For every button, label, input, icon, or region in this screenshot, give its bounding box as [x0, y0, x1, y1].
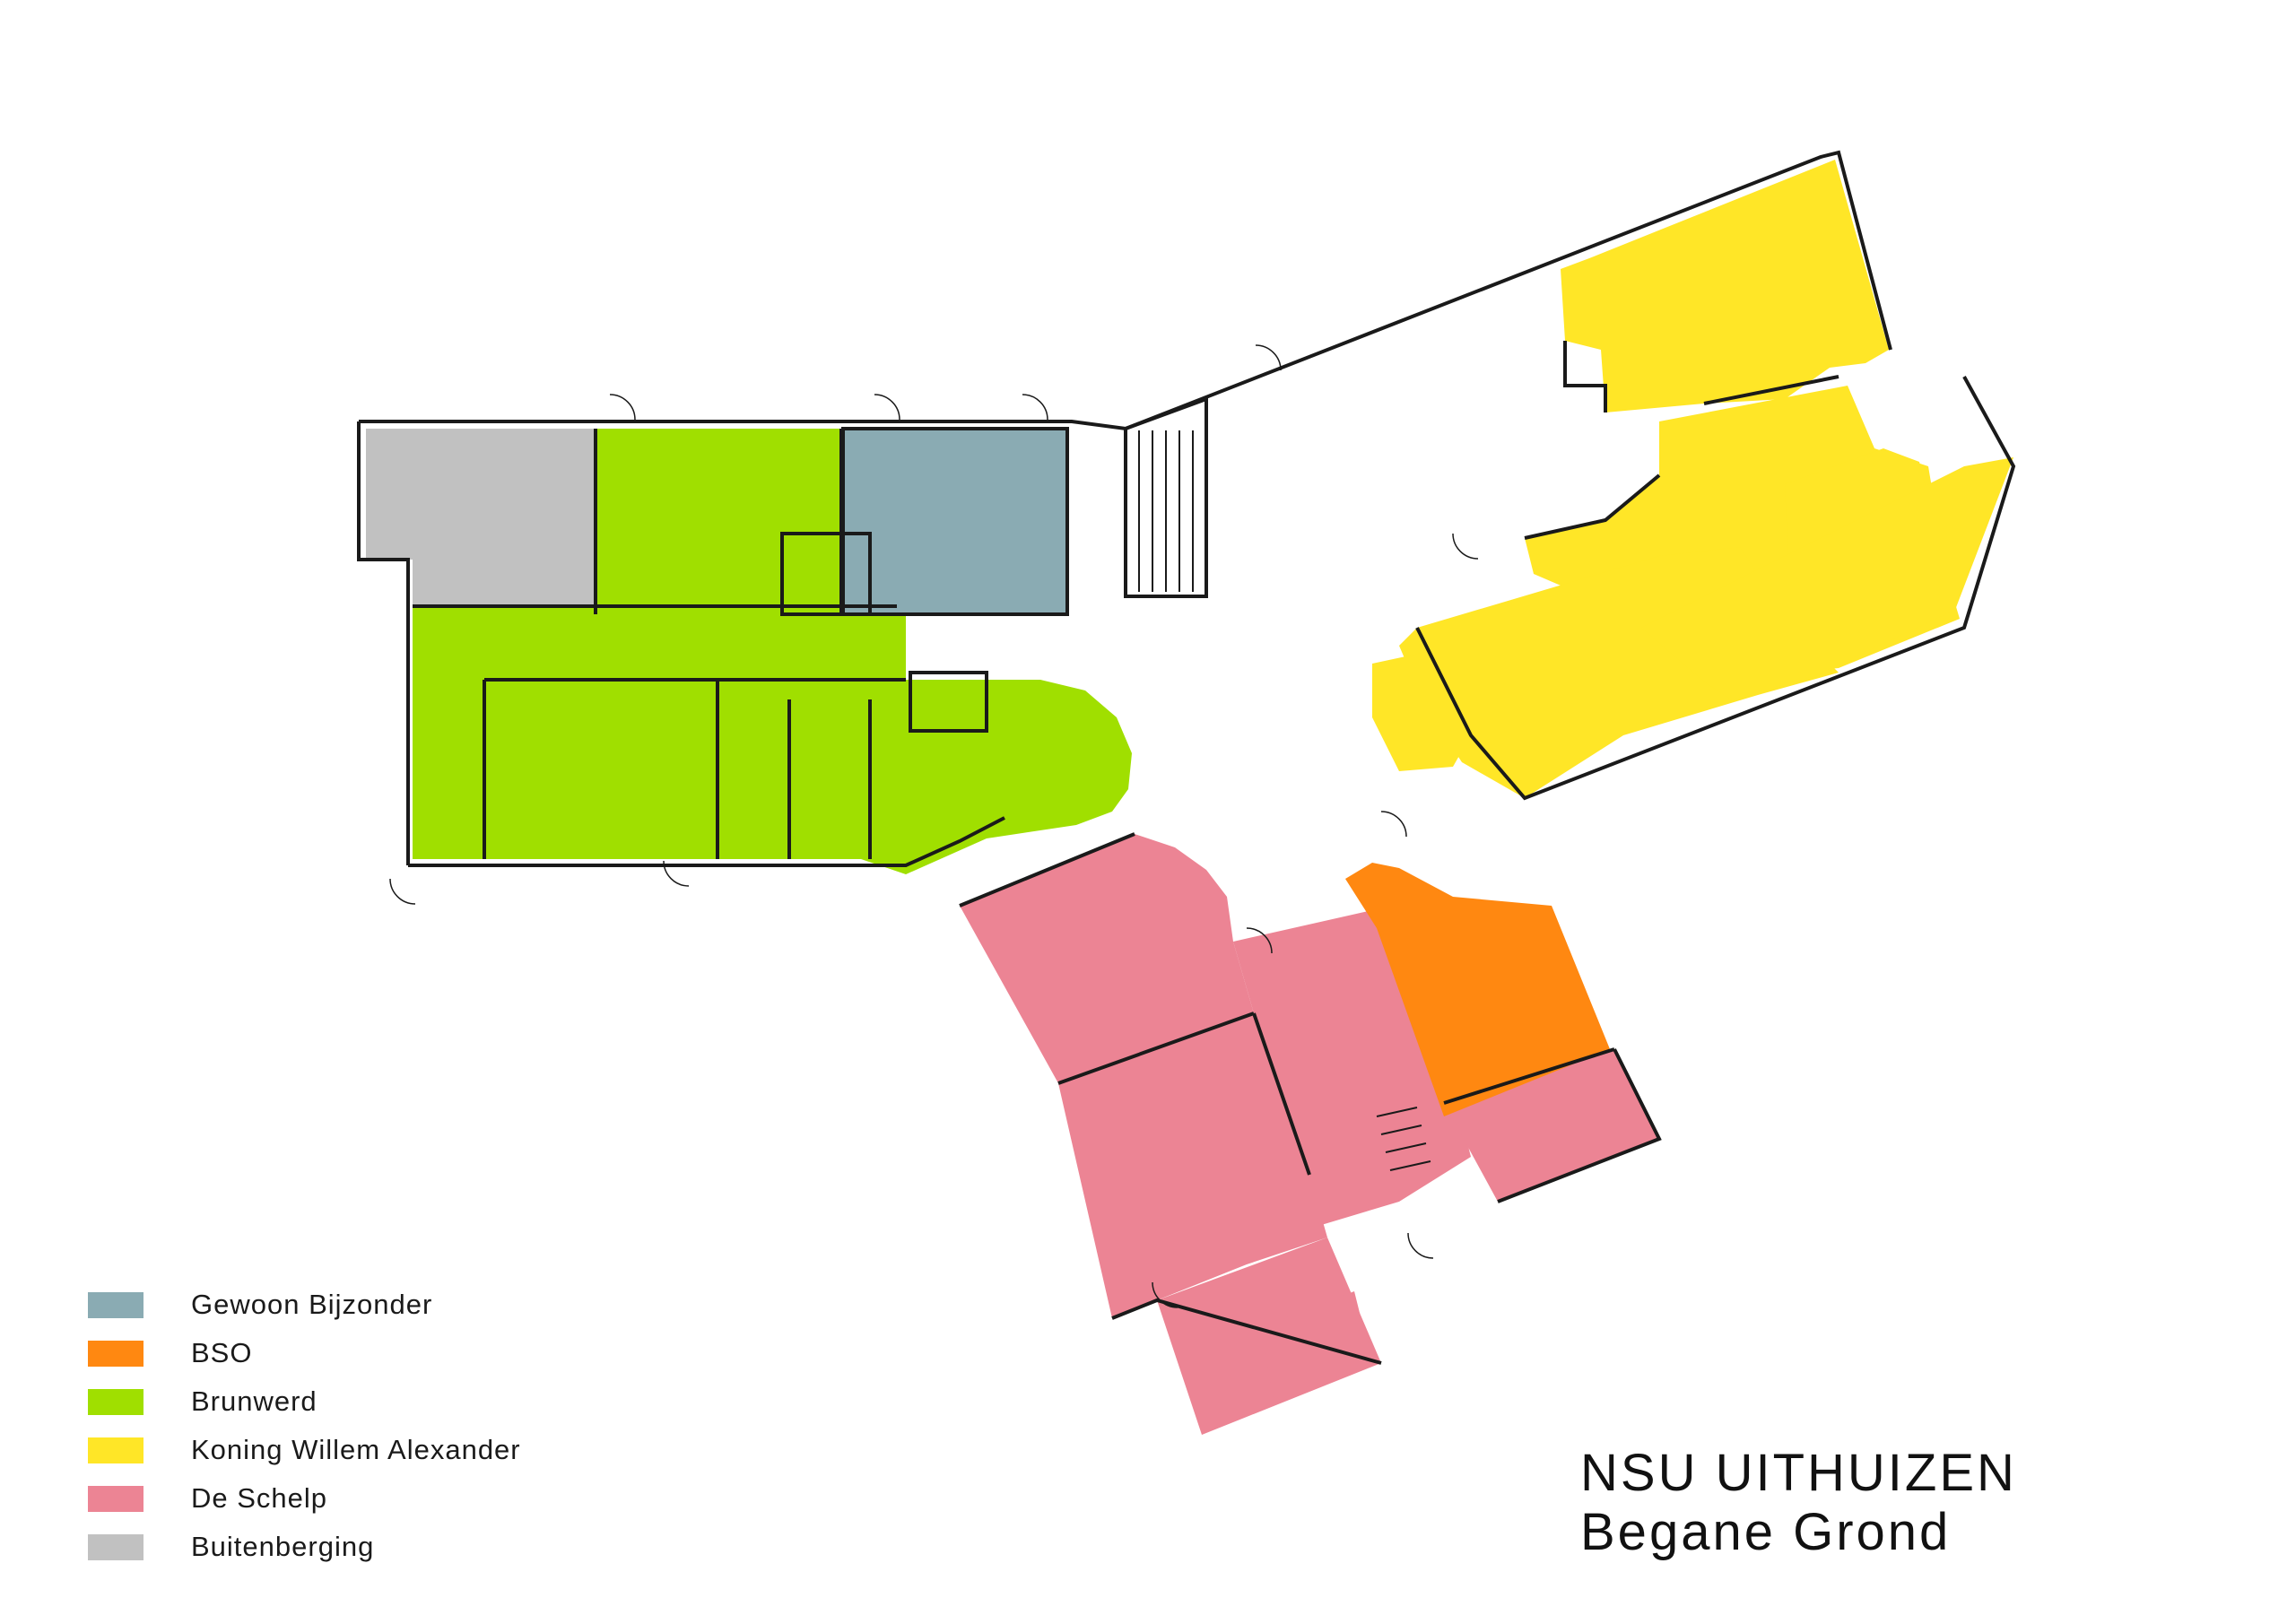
- room-kwa-north: [1561, 160, 1889, 413]
- room-kwa-southeast: [1641, 457, 2013, 699]
- room-schelp-northwest: [960, 834, 1254, 1083]
- room-schelp-center: [1233, 910, 1471, 1229]
- door-swings: [389, 344, 1479, 1308]
- wall-pink-wing: [959, 832, 1662, 1365]
- room-brunwerd-north: [596, 429, 841, 614]
- wall-west-wing-south: [408, 816, 1005, 867]
- room-schelp-west: [1058, 1013, 1327, 1318]
- legend-item-brunwerd: Brunwerd: [88, 1385, 626, 1418]
- legend-label: BSO: [191, 1337, 253, 1368]
- drawing-subtitle: Begane Grond: [1580, 1503, 1952, 1561]
- zone-brunwerd: [413, 429, 1132, 874]
- legend-label: Gewoon Bijzonder: [191, 1289, 433, 1320]
- legend-label: Koning Willem Alexander: [191, 1434, 521, 1465]
- zone-koning-willem-alexander: [1372, 160, 2013, 798]
- room-brunwerd-main: [413, 680, 1132, 874]
- legend-swatch: [88, 1292, 144, 1318]
- legend-swatch: [88, 1341, 144, 1367]
- wall-west-wing-west: [357, 421, 410, 865]
- legend-swatch: [88, 1437, 144, 1463]
- legend-item-koning-willem-alexander: Koning Willem Alexander: [88, 1434, 626, 1466]
- room-brunwerd-corridor: [413, 606, 906, 680]
- legend-label: Brunwerd: [191, 1385, 317, 1417]
- wall-blue-room: [841, 427, 1069, 616]
- title-block: NSU UITHUIZEN Begane Grond: [1580, 1444, 2017, 1562]
- legend-item-de-schelp: De Schelp: [88, 1482, 626, 1515]
- zone-bso: [1345, 863, 1610, 1116]
- zone-gewoon-bijzonder: [843, 429, 1067, 614]
- wall-yellow-wing: [1415, 341, 2016, 801]
- zone-de-schelp: [960, 834, 1659, 1435]
- room-bso: [1345, 863, 1610, 1116]
- room-gewoon-bijzonder: [843, 429, 1067, 614]
- wall-west-wing: [359, 150, 1892, 431]
- legend-swatch: [88, 1389, 144, 1415]
- legend-label: De Schelp: [191, 1482, 328, 1514]
- stairs: [1138, 430, 1431, 1171]
- room-brunwerd-stair-area: [413, 717, 484, 760]
- zone-buitenberging: [366, 429, 596, 606]
- legend-item-bso: BSO: [88, 1337, 626, 1369]
- legend-item-buitenberging: Buitenberging: [88, 1531, 626, 1563]
- legend-item-gewoon-bijzonder: Gewoon Bijzonder: [88, 1289, 626, 1321]
- room-kwa-entry: [1372, 650, 1471, 771]
- wall-toilets: [780, 532, 988, 733]
- legend-swatch: [88, 1486, 144, 1512]
- wall-central-stair: [1124, 396, 1208, 598]
- walls: [357, 150, 2016, 1365]
- room-buitenberging: [366, 429, 596, 606]
- legend-swatch: [88, 1534, 144, 1560]
- drawing-title: NSU UITHUIZEN: [1580, 1444, 2017, 1502]
- legend-label: Buitenberging: [191, 1531, 375, 1562]
